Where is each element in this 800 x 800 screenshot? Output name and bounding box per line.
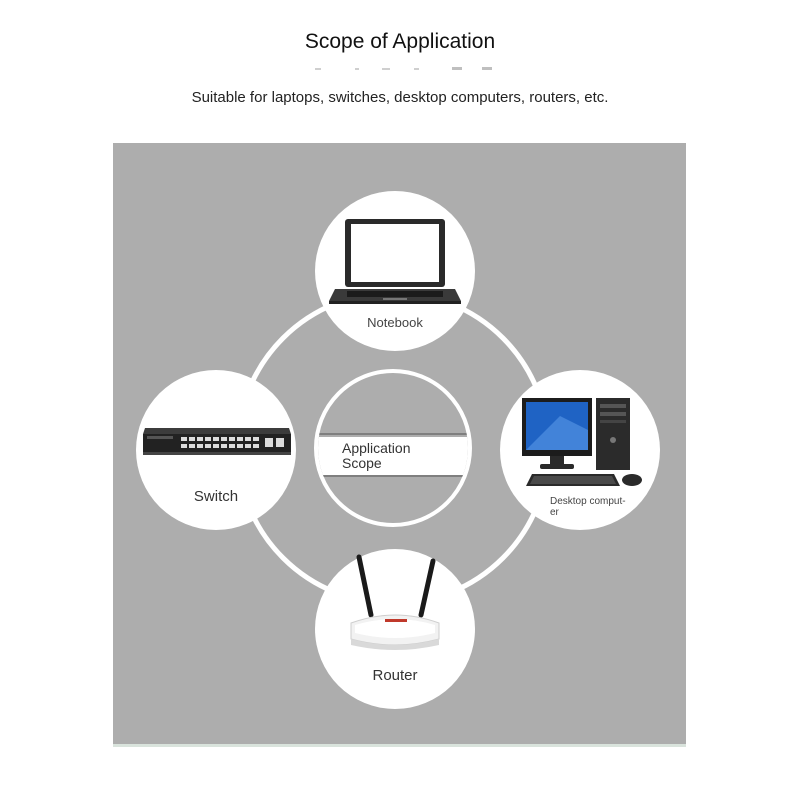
- router-label: Router: [372, 667, 418, 684]
- page-subtitle: Suitable for laptops, switches, desktop …: [191, 89, 609, 106]
- decorative-dots: [315, 67, 492, 70]
- desktop-label-line1: Desktop comput-: [550, 496, 626, 507]
- panel-shadow: [113, 744, 686, 747]
- node-switch: Switch: [136, 370, 296, 530]
- notebook-label: Notebook: [367, 315, 423, 330]
- network-switch-icon: [143, 428, 291, 455]
- center-label-line1: Application: [342, 440, 411, 456]
- page-title: Scope of Application: [304, 30, 496, 53]
- center-line-bottom: [318, 475, 468, 477]
- center-label: Application Scope: [342, 441, 411, 471]
- desktop-label-line2: er: [550, 507, 559, 518]
- wifi-router-icon: [350, 554, 440, 650]
- center-band: [318, 437, 468, 475]
- center-label-line2: Scope: [342, 455, 382, 471]
- node-router: Router: [315, 549, 475, 709]
- laptop-icon: [329, 219, 461, 304]
- node-desktop: Desktop comput- er: [500, 370, 660, 530]
- center-node: Application Scope: [314, 369, 472, 527]
- desktop-computer-icon: [522, 398, 642, 486]
- desktop-label: Desktop comput- er: [550, 496, 660, 518]
- center-line-top: [318, 433, 468, 435]
- node-notebook: Notebook: [315, 191, 475, 351]
- switch-label: Switch: [193, 488, 239, 505]
